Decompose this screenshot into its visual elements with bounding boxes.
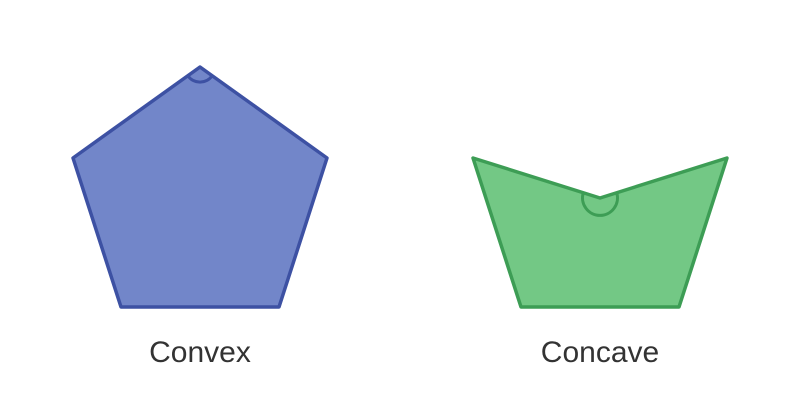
convex-pentagon (71, 65, 329, 309)
concave-label: Concave (541, 336, 659, 369)
convex-label: Convex (149, 336, 251, 369)
convex-angle-arc (186, 74, 214, 84)
concave-pentagon (471, 156, 729, 309)
convex-shape-group: Convex (71, 65, 329, 369)
concave-angle-arc (581, 192, 619, 217)
concave-shape-group: Concave (471, 156, 729, 369)
